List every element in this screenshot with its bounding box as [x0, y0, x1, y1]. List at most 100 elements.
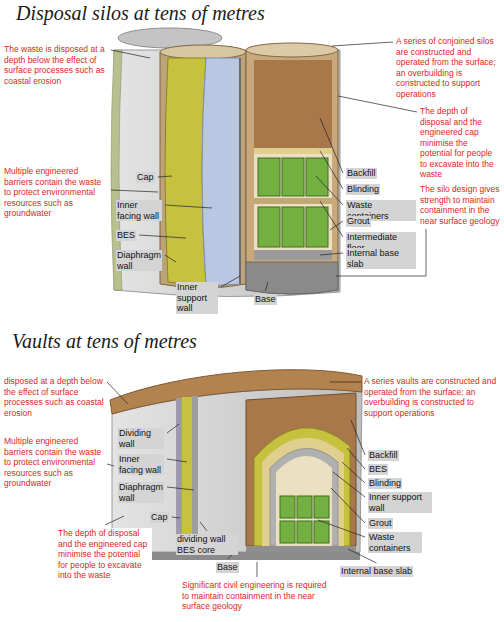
waste-container	[282, 158, 304, 196]
waste-container	[280, 496, 295, 518]
waste-container	[314, 496, 329, 518]
leader-line	[330, 221, 343, 230]
silo-top	[246, 43, 338, 57]
part-label: Inner facing wall	[116, 200, 162, 221]
callout-note: Multiple engineered barriers contain the…	[4, 436, 104, 489]
part-label: dividing wall BES core	[176, 534, 238, 555]
part-label: Internal base slab	[346, 248, 416, 269]
part-label: Inner support wall	[176, 282, 218, 314]
leader-line	[200, 522, 207, 531]
ground-block	[114, 50, 340, 297]
part-label: Blinding	[368, 478, 402, 489]
part-label: Base	[254, 294, 277, 305]
callout-note: The silo design gives strength to mainta…	[420, 184, 500, 226]
silo-base	[246, 262, 338, 294]
part-label: Base	[216, 562, 239, 573]
label-slot: Inner facing wall	[116, 200, 162, 221]
label-slot: Inner support wall	[368, 492, 432, 513]
leader-line	[333, 472, 365, 497]
leader-line	[265, 282, 268, 291]
label-slot: Cap	[150, 512, 169, 523]
part-label: Diaphragm wall	[116, 250, 162, 271]
leader-line	[158, 176, 172, 177]
part-label: Backfill	[368, 450, 399, 461]
part-label: Blinding	[346, 184, 380, 195]
leader-line	[316, 176, 343, 205]
callout-note: A series of conjoined silos are construc…	[396, 36, 500, 99]
grout	[276, 456, 332, 546]
label-slot: Disposal silos at tens of metres	[16, 2, 265, 25]
leader-line	[318, 520, 365, 537]
label-slot: Backfill	[346, 168, 377, 179]
callout-note: The waste is disposed at a depth below t…	[4, 44, 108, 86]
leader-line	[351, 420, 365, 455]
blinding	[262, 438, 344, 546]
part-label: Waste containers	[368, 532, 422, 553]
section-heading: Vaults at tens of metres	[12, 330, 197, 353]
backfill	[254, 60, 332, 148]
bes-layer	[254, 428, 350, 546]
label-slot: Inner facing wall	[118, 454, 164, 475]
leader-line	[165, 205, 212, 208]
waste-container	[282, 207, 304, 247]
leader-line	[320, 253, 343, 255]
part-label: Inner support wall	[368, 492, 432, 513]
label-slot: Cap	[136, 172, 155, 183]
waste-container	[258, 158, 280, 196]
label-slot: Internal base slab	[346, 248, 416, 269]
label-slot: Blinding	[368, 478, 402, 489]
waste-container	[258, 207, 280, 247]
leader-line	[342, 462, 365, 483]
part-label: Grout	[368, 518, 393, 529]
part-label: Backfill	[346, 168, 377, 179]
leader-line	[320, 151, 343, 189]
leader-line	[227, 555, 232, 559]
callout-note: disposed at a depth below the effect of …	[4, 376, 104, 418]
silo-wall	[246, 50, 338, 294]
label-slot: dividing wall BES core	[176, 534, 238, 555]
leader-line	[221, 276, 240, 287]
label-slot: Inner support wall	[176, 282, 218, 314]
label-slot: BES	[116, 230, 136, 241]
label-slot: disposed at a depth below the effect of …	[4, 376, 104, 418]
label-slot: Grout	[368, 518, 393, 529]
label-slot: Diaphragm wall	[116, 250, 162, 271]
waste-container	[297, 496, 312, 518]
silo-top	[160, 45, 246, 59]
part-label: Cap	[150, 512, 169, 523]
callout-note: Significant civil engineering is require…	[182, 580, 332, 612]
leader-line	[336, 229, 426, 276]
part-label: Inner facing wall	[118, 454, 164, 475]
leader-line	[347, 448, 365, 469]
label-slot: Blinding	[346, 184, 380, 195]
leader-line	[331, 488, 365, 523]
label-slot: The silo design gives strength to mainta…	[420, 184, 500, 226]
backfill	[246, 393, 356, 546]
leader-line	[105, 516, 124, 525]
silo-wall	[160, 52, 246, 288]
label-slot: Diaphragm wall	[118, 482, 164, 503]
leader-line	[107, 464, 114, 466]
label-slot: Waste containers	[368, 532, 422, 553]
waste-container	[314, 521, 329, 543]
part-label: Dividing wall	[118, 428, 164, 449]
label-slot: A series of conjoined silos are construc…	[396, 36, 500, 99]
label-slot: Dividing wall	[118, 428, 164, 449]
part-label: Internal base slab	[340, 566, 413, 577]
label-slot: The depth of disposal and the engineered…	[58, 528, 152, 581]
bes-layer	[165, 58, 206, 286]
leader-line	[139, 235, 186, 238]
inner-facing-wall	[202, 58, 240, 286]
internal-base-slab	[246, 546, 356, 552]
callout-note: Multiple engineered barriers contain the…	[4, 166, 108, 219]
leader-line	[172, 517, 180, 518]
dividing-wall	[176, 398, 182, 552]
label-slot: The waste is disposed at a depth below t…	[4, 44, 108, 86]
label-slot: BES	[368, 464, 388, 475]
leader-line	[320, 118, 343, 173]
leader-line	[330, 382, 361, 383]
label-slot: Grout	[346, 216, 371, 227]
leader-line	[167, 487, 194, 490]
waste-container	[280, 521, 295, 543]
